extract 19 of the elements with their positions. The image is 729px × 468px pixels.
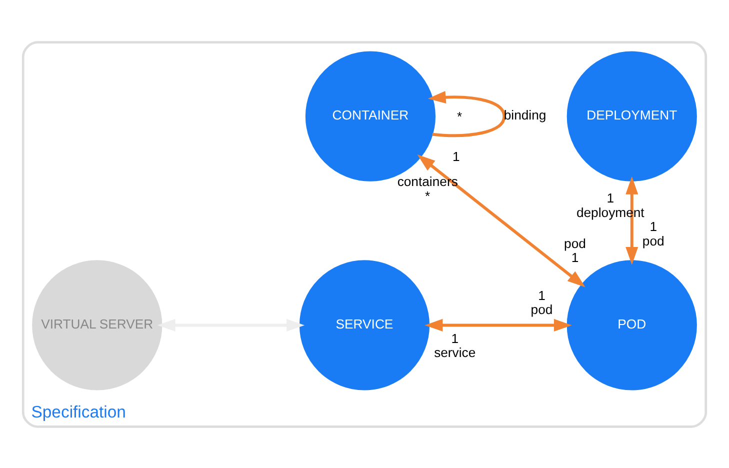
node-circle: VIRTUAL SERVER <box>32 260 162 390</box>
arrow <box>428 90 506 137</box>
label: * <box>425 188 430 204</box>
label: 1 <box>452 148 460 164</box>
label: 1 <box>538 287 546 302</box>
label: pod <box>564 235 586 250</box>
node-circle: SERVICE <box>299 260 430 390</box>
label: 1 <box>606 190 614 206</box>
label: 1 <box>650 218 658 234</box>
arrow <box>417 154 586 287</box>
arrow <box>157 318 305 331</box>
arrow <box>626 176 638 264</box>
label: pod <box>642 232 664 248</box>
label: pod <box>530 302 553 317</box>
label: service <box>434 344 476 360</box>
label: 1 <box>451 330 459 346</box>
label: * <box>457 108 462 124</box>
arrow <box>424 318 572 331</box>
node-circle: DEPLOYMENT <box>566 50 697 181</box>
